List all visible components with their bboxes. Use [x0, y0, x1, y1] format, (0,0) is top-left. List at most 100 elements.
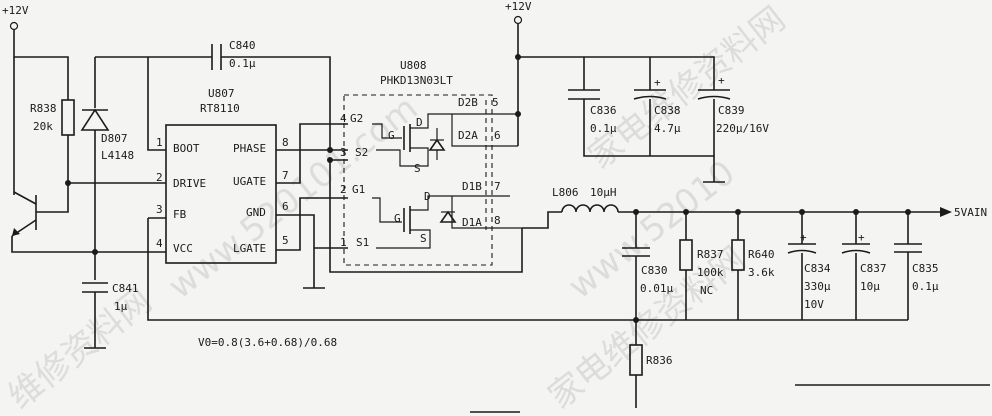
c837-plate-bottom — [841, 249, 871, 254]
wire-boot — [147, 57, 166, 151]
u808-pin-number: 4 — [340, 112, 347, 125]
u808-pin-d1b: D1B — [462, 180, 482, 193]
r837-value: 100k — [697, 266, 724, 279]
wire-ugate — [276, 123, 348, 184]
u808-pin-g1: G1 — [352, 183, 365, 196]
d807-value: L4148 — [101, 149, 134, 162]
u808-ic-body — [343, 94, 493, 266]
u808-pin-number: 3 — [340, 146, 347, 159]
output-label: 5VAIN — [954, 206, 987, 219]
u808-pin-number: 6 — [494, 129, 501, 142]
wire-transistor-base — [36, 135, 69, 213]
transistor-arrow — [12, 228, 20, 236]
c838-ref: C838 — [654, 104, 681, 117]
c837-value: 10μ — [860, 280, 880, 293]
fet-drain-label: D — [424, 190, 431, 203]
c840-ref: C840 — [229, 39, 256, 52]
r640-ref: R640 — [748, 248, 775, 261]
u808-pin-g2: G2 — [350, 112, 363, 125]
junction-vcc — [92, 249, 98, 255]
r837-note: NC — [700, 284, 713, 297]
u807-pin-phase: PHASE — [233, 142, 266, 155]
c839-value: 220μ/16V — [716, 122, 769, 135]
r837-ref: R837 — [697, 248, 724, 261]
u807-pin-gnd: GND — [246, 206, 266, 219]
l806-inductor — [561, 204, 619, 213]
wire-d2 — [451, 114, 518, 147]
wire-c840-right — [221, 56, 331, 150]
c838-polarity: + — [654, 76, 661, 89]
u808-pin-number: 2 — [340, 183, 347, 196]
c839-ref: C839 — [718, 104, 745, 117]
u808-pin-number: 1 — [340, 236, 347, 249]
fet-upper-drain — [410, 113, 452, 129]
fet-lower-source — [376, 229, 431, 249]
wire-left-rail — [13, 30, 69, 100]
d807-diode — [80, 108, 110, 131]
u807-pin-number: 7 — [282, 169, 289, 182]
u807-pin-number: 8 — [282, 136, 289, 149]
fet-lower-body-diode — [439, 210, 457, 223]
u807-pin-number: 2 — [156, 171, 163, 184]
junction-phase — [327, 147, 333, 153]
u807-ref: U807 — [208, 87, 235, 100]
fet-gate-label: G — [388, 129, 395, 142]
c838-plate-bottom — [633, 95, 667, 100]
u808-pin-number: 5 — [492, 96, 499, 109]
u808-pin-s2: S2 — [355, 146, 368, 159]
c834-value: 330μ — [804, 280, 831, 293]
u808-part: PHKD13N03LT — [380, 74, 453, 87]
u807-pin-number: 1 — [156, 136, 163, 149]
c837-ref: C837 — [860, 262, 887, 275]
c839-polarity: + — [718, 74, 725, 87]
output-arrow-icon — [940, 207, 952, 217]
output-voltage-formula: V0=0.8(3.6+0.68)/0.68 — [198, 336, 337, 349]
junction-d2b — [515, 111, 521, 117]
watermark-text: www.520101.com — [161, 88, 425, 307]
wire-inductor-in — [522, 211, 562, 229]
r838-resistor — [61, 99, 75, 136]
c834-plate-bottom — [787, 249, 817, 254]
transistor-collector — [13, 191, 37, 205]
u807-pin-number: 6 — [282, 200, 289, 213]
fet-source-label: S — [414, 162, 421, 175]
wire-input-caps-ground — [583, 99, 715, 157]
fet-gate-label: G — [394, 212, 401, 225]
fet-upper-source — [376, 147, 429, 167]
u808-pin-d2b: D2B — [458, 96, 478, 109]
u808-pin-d1a: D1A — [462, 216, 482, 229]
c835-ref: C835 — [912, 262, 939, 275]
u807-pin-lgate: LGATE — [233, 242, 266, 255]
c837-polarity: + — [858, 231, 865, 244]
c834-ref: C834 — [804, 262, 831, 275]
c841-value: 1μ — [114, 300, 128, 313]
u807-pin-number: 3 — [156, 203, 163, 216]
wire-gnd — [276, 214, 315, 288]
l806-value: 10μH — [590, 186, 617, 199]
fet-upper-body-diode — [428, 138, 446, 151]
u807-pin-vcc: VCC — [173, 242, 193, 255]
watermark-text: 维修资料网 — [1, 281, 160, 416]
u808-pin-d2a: D2A — [458, 129, 478, 142]
c838-value: 4.7μ — [654, 122, 681, 135]
u808-pin-number: 8 — [494, 214, 501, 227]
fet-source-label: S — [420, 232, 427, 245]
r836-ref: R836 — [646, 354, 673, 367]
power-label-top: +12V — [505, 0, 532, 13]
u807-pin-drive: DRIVE — [173, 177, 206, 190]
wire-lgate — [276, 197, 348, 251]
r838-value: 20k — [33, 120, 53, 133]
wire-d1 — [451, 196, 522, 229]
u807-pin-number: 4 — [156, 237, 163, 250]
c836-ref: C836 — [590, 104, 617, 117]
r838-ref: R838 — [30, 102, 57, 115]
u807-pin-ugate: UGATE — [233, 175, 266, 188]
c830-value: 0.01μ — [640, 282, 673, 295]
wire-switch-node — [329, 160, 523, 273]
r640-value: 3.6k — [748, 266, 775, 279]
c830-ref: C830 — [641, 264, 668, 277]
u807-pin-fb: FB — [173, 208, 187, 221]
d807-ref: D807 — [101, 132, 128, 145]
c834-rating: 10V — [804, 298, 824, 311]
